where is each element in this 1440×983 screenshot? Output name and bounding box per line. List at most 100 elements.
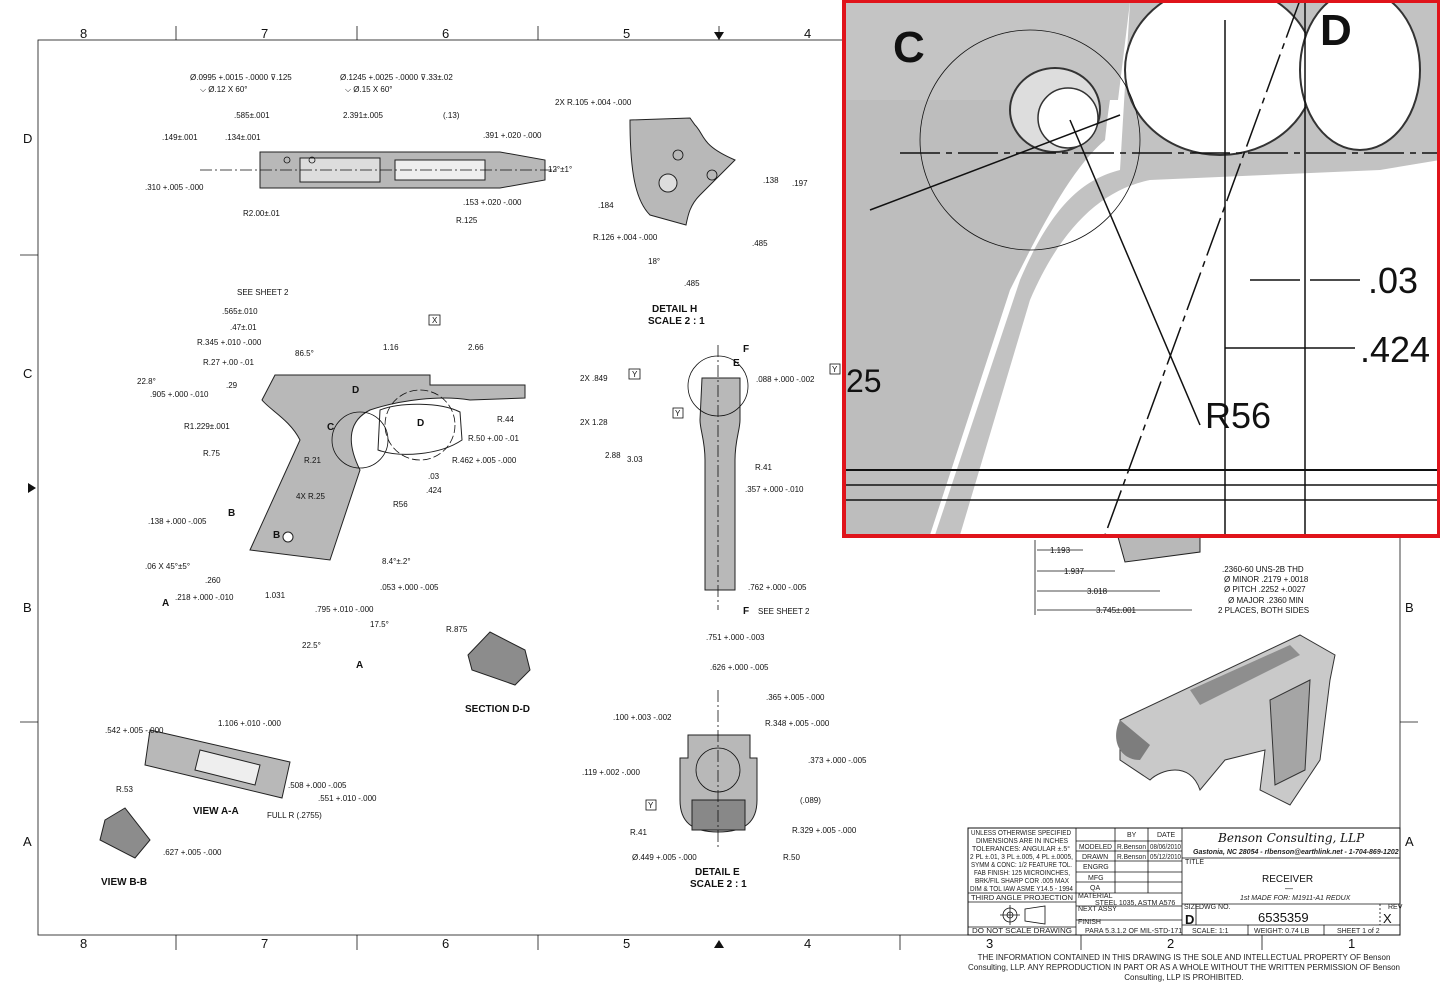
- dimension-label: R.21: [304, 456, 321, 465]
- dimension-label: ⌵ Ø.15 X 60°: [345, 85, 393, 94]
- dimension-label: 2X R.105 +.004 -.000: [555, 98, 632, 107]
- inset-dimension-label: 25: [846, 363, 882, 399]
- datum-label: Y: [648, 801, 654, 810]
- dimension-label: .762 +.000 -.005: [748, 583, 807, 592]
- tolerance-note: DIMENSIONS ARE IN INCHES: [976, 838, 1068, 845]
- dimension-label: (.13): [443, 111, 460, 120]
- dimension-label: 12°±1°: [548, 165, 572, 174]
- detail-marker: E: [733, 358, 740, 369]
- center-mark-bottom-icon: [714, 940, 724, 948]
- approval-date: 08/06/2010: [1150, 844, 1181, 851]
- approval-role: ENGRG: [1083, 864, 1109, 871]
- zone-col: 8: [80, 936, 87, 951]
- section-d-d: R.875 SECTION D-D: [446, 625, 531, 715]
- inset-dimension-label: .424: [1360, 329, 1430, 370]
- dimension-label: 8.4°±.2°: [382, 557, 411, 566]
- dimension-label: 1.193: [1050, 546, 1071, 555]
- section-marker: B: [273, 530, 280, 541]
- dimension-label: .29: [226, 381, 238, 390]
- view-b-b: R.53 .627 +.005 -.000 VIEW B-B: [99, 785, 222, 888]
- zone-col: 8: [80, 26, 87, 41]
- dimension-label: (.089): [800, 796, 821, 805]
- section-marker: F: [743, 606, 749, 617]
- tolerance-note: BRK/FIL SHARP COR .005 MAX: [975, 878, 1069, 885]
- zone-row: A: [23, 834, 32, 849]
- dimension-label: 1.106 +.010 -.000: [218, 719, 281, 728]
- zone-col: 7: [261, 26, 268, 41]
- dimension-label: Ø.1245 +.0025 -.0000 ⊽.33±.02: [340, 73, 453, 82]
- zoom-inset: C D .03 .424 R56 25: [842, 0, 1440, 538]
- dimension-label: 3.018: [1087, 587, 1108, 596]
- field-label: MATERIAL: [1078, 893, 1113, 900]
- approval-role: MODELED: [1079, 844, 1112, 851]
- dimension-label: .138: [763, 176, 779, 185]
- dimension-label: 17.5°: [370, 620, 389, 629]
- section-marker: D: [352, 385, 359, 396]
- dimension-label: .053 +.000 -.005: [380, 583, 439, 592]
- view-title: SECTION D-D: [465, 704, 530, 715]
- dimension-label: 2.391±.005: [343, 111, 384, 120]
- dimension-label: R.329 +.005 -.000: [792, 826, 857, 835]
- inset-dimension-label: .03: [1368, 260, 1418, 301]
- center-mark-left-icon: [28, 483, 36, 493]
- dimension-label: 22.8°: [137, 377, 156, 386]
- dimension-label: .06 X 45°±5°: [145, 562, 190, 571]
- zone-col: 1: [1348, 936, 1355, 951]
- dimension-label: 3.745±.001: [1096, 606, 1137, 615]
- dimension-label: .424: [426, 486, 442, 495]
- top-view: Ø.0995 +.0015 -.0000 ⊽.125 ⌵ Ø.12 X 60° …: [145, 73, 572, 225]
- approval-date: 05/12/2010: [1150, 854, 1181, 861]
- dimension-label: .357 +.000 -.010: [745, 485, 804, 494]
- dimension-label: R.44: [497, 415, 514, 424]
- dimension-label: FULL R (.2755): [267, 811, 322, 820]
- proprietary-notice: THE INFORMATION CONTAINED IN THIS DRAWIN…: [968, 953, 1400, 982]
- dimension-label: R.53: [116, 785, 133, 794]
- inset-section-marker: D: [1320, 6, 1352, 55]
- dimension-label: 2X 1.28: [580, 418, 608, 427]
- view-scale: SCALE 2 : 1: [690, 879, 747, 890]
- dimension-label: R.345 +.010 -.000: [197, 338, 262, 347]
- dimension-label: R.41: [630, 828, 647, 837]
- field-label: SIZE: [1184, 904, 1200, 911]
- dimension-label: .149±.001: [162, 133, 198, 142]
- tolerance-note: SYMM & CONC: 1/2 FEATURE TOL.: [971, 862, 1072, 869]
- view-title: DETAIL E: [695, 867, 740, 878]
- datum-label: Y: [675, 409, 681, 418]
- title-block: UNLESS OTHERWISE SPECIFIED DIMENSIONS AR…: [967, 827, 1403, 936]
- field-label: NEXT ASSY: [1078, 906, 1117, 913]
- zone-row: D: [23, 131, 32, 146]
- dimension-label: R2.00±.01: [243, 209, 280, 218]
- zone-row: C: [23, 366, 32, 381]
- dimension-label: .905 +.000 -.010: [150, 390, 209, 399]
- inset-detail-marker: C: [893, 23, 925, 72]
- field-label: DWG NO.: [1199, 904, 1231, 911]
- tolerance-note: FAB FINISH: 125 MICROINCHES,: [974, 870, 1070, 877]
- dimension-label: 1.937: [1064, 567, 1085, 576]
- section-f-view: F E .088 +.000 -.002 Y Y R.41 .357 +.000…: [672, 344, 841, 617]
- dimension-label: .134±.001: [225, 133, 261, 142]
- thread-note: Ø PITCH .2252 +.0027: [1224, 585, 1306, 594]
- side-view: SEE SHEET 2 .565±.010 .47±.01 R.345 +.01…: [137, 288, 643, 671]
- inset-border: [842, 0, 1440, 538]
- approval-by: R.Benson: [1117, 844, 1146, 851]
- view-title: VIEW B-B: [101, 877, 147, 888]
- dimension-label: R.50 +.00 -.01: [468, 434, 519, 443]
- thread-note: .2360-60 UNS-2B THD: [1222, 565, 1304, 574]
- dimension-label: 2X .849: [580, 374, 608, 383]
- view-title: VIEW A-A: [193, 806, 239, 817]
- dimension-label: .260: [205, 576, 221, 585]
- dimension-label: 18°: [648, 257, 660, 266]
- dimension-label: ⌵ Ø.12 X 60°: [200, 85, 248, 94]
- view-scale: SCALE 2 : 1: [648, 316, 705, 327]
- dimension-label: R.41: [755, 463, 772, 472]
- datum-label: Y: [632, 370, 638, 379]
- view-a-a: .542 +.005 -.000 1.106 +.010 -.000 .508 …: [105, 719, 377, 820]
- dimension-label: .365 +.005 -.000: [766, 693, 825, 702]
- tolerance-note: 2 PL ±.01, 3 PL ±.005, 4 PL ±.0005,: [970, 854, 1073, 861]
- dimension-label: .03: [428, 472, 440, 481]
- center-mark-top-icon: [714, 32, 724, 40]
- third-angle-projection-icon: [1000, 905, 1046, 925]
- dimension-label: Ø.449 +.005 -.000: [632, 853, 697, 862]
- dimension-label: 4X R.25: [296, 492, 325, 501]
